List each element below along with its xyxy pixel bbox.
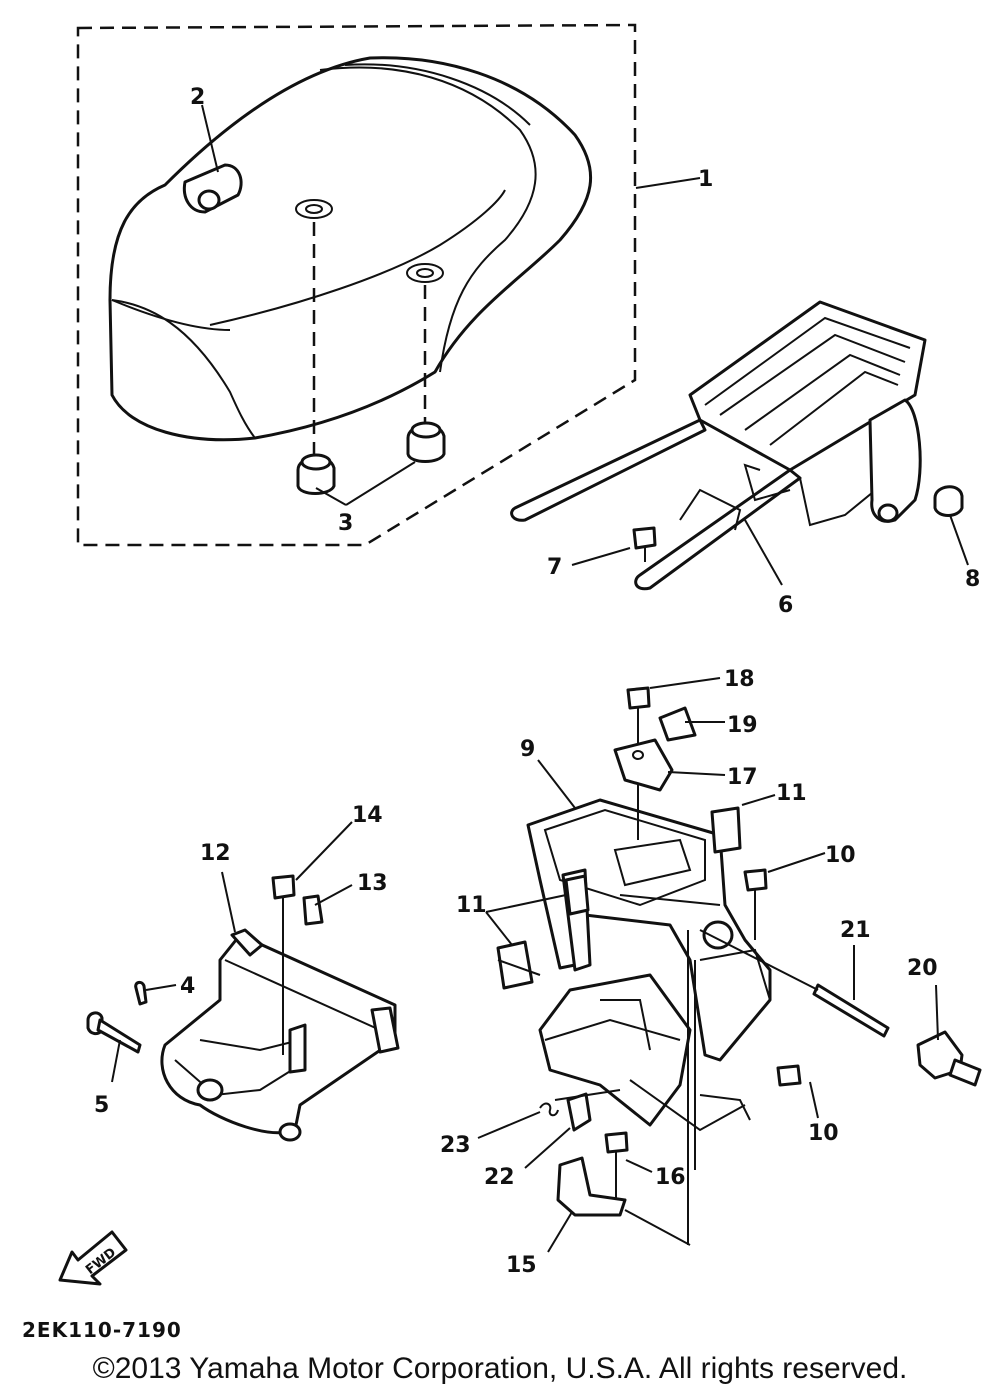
seat	[108, 56, 593, 442]
callout-11b: 11	[456, 893, 487, 918]
cap-nut-part-8	[933, 485, 964, 517]
bolt-part-10	[743, 868, 802, 1087]
plate-part-17	[613, 738, 674, 792]
callout-10a: 10	[825, 843, 856, 868]
spring-part-23	[539, 1102, 559, 1117]
callout-3: 3	[338, 511, 353, 536]
fwd-arrow: FWD	[58, 1230, 128, 1286]
callout-23: 23	[440, 1133, 471, 1158]
callout-5: 5	[94, 1093, 109, 1118]
seat-lock-part-2	[182, 163, 243, 214]
callout-17: 17	[727, 765, 758, 790]
callout-20: 20	[907, 956, 938, 981]
diagram-code: 2EK110-7190	[22, 1318, 182, 1342]
rubber-pad-part-11	[496, 806, 742, 990]
callout-11a: 11	[776, 781, 807, 806]
callout-21: 21	[840, 918, 871, 943]
bolt-part-16	[604, 1131, 629, 1200]
bolt-part-14	[271, 874, 296, 1055]
stud-bolt-part-21	[699, 929, 890, 1038]
seat-mount-holes	[295, 199, 444, 455]
callout-14: 14	[352, 803, 383, 828]
bracket-part-12	[160, 928, 400, 1142]
seat-assembly-boundary	[76, 23, 637, 547]
clip-part-19	[658, 706, 697, 742]
lock-part-20	[916, 1030, 982, 1087]
callout-7: 7	[547, 555, 562, 580]
bracket-part-22	[566, 1092, 592, 1132]
clip-part-13	[302, 894, 324, 926]
callout-19: 19	[727, 713, 758, 738]
callout-9: 9	[520, 737, 535, 762]
copyright-notice: ©2013 Yamaha Motor Corporation, U.S.A. A…	[92, 1352, 908, 1385]
bolt-part-7	[632, 526, 657, 562]
bolt-part-5	[86, 1011, 142, 1054]
callout-16: 16	[655, 1165, 686, 1190]
callout-15: 15	[506, 1253, 537, 1278]
callout-8: 8	[965, 567, 980, 592]
rear-carrier-part-6	[510, 300, 927, 591]
assembly-lines	[497, 930, 696, 1246]
callout-2: 2	[190, 85, 205, 110]
callout-10b: 10	[808, 1121, 839, 1146]
leader-lines	[111, 104, 969, 1253]
seat-damper-part-3	[296, 421, 446, 495]
callout-6: 6	[778, 593, 793, 618]
callout-4: 4	[180, 974, 195, 999]
callout-22: 22	[484, 1165, 515, 1190]
pin-part-4	[134, 980, 148, 1006]
callout-13: 13	[357, 871, 388, 896]
lower-tray	[538, 973, 751, 1132]
callout-12: 12	[200, 841, 231, 866]
callout-1: 1	[698, 167, 713, 192]
callout-18: 18	[724, 667, 755, 692]
hook-part-15	[556, 1156, 627, 1217]
